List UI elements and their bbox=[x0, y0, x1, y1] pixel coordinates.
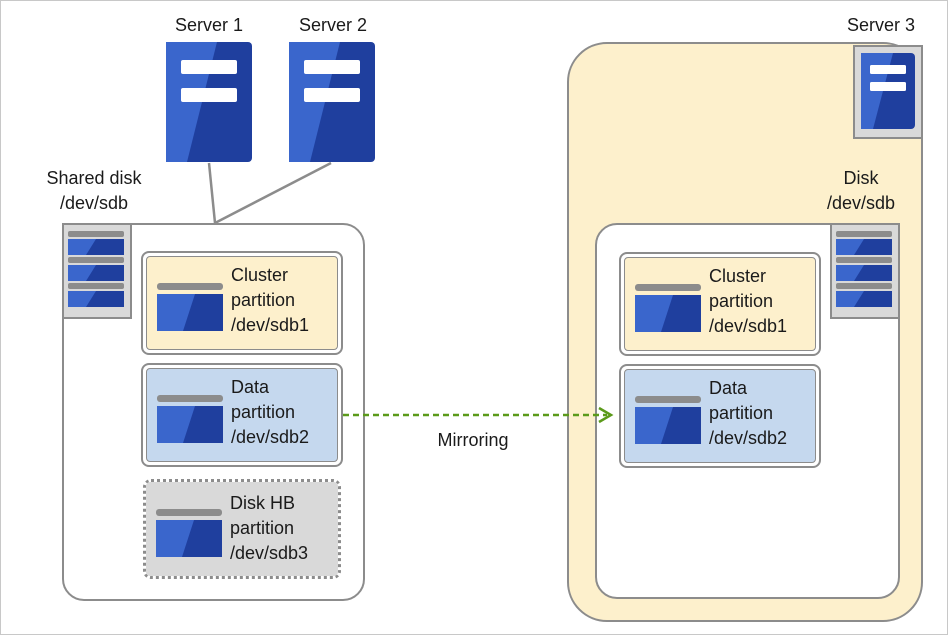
server3-data-partition-text: Data partition /dev/sdb2 bbox=[709, 376, 787, 451]
server3-data-line2: partition bbox=[709, 403, 774, 423]
server1-icon bbox=[165, 41, 253, 163]
server3-disk-label-line1: Disk bbox=[843, 168, 879, 188]
shared-cluster-partition-text: Cluster partition /dev/sdb1 bbox=[231, 263, 309, 338]
server3-data-partition: Data partition /dev/sdb2 bbox=[619, 364, 821, 468]
mirroring-label: Mirroring bbox=[437, 430, 509, 450]
server3-label: Server 3 bbox=[846, 15, 916, 35]
shared-hb-line3: /dev/sdb3 bbox=[230, 543, 309, 563]
shared-cluster-partition-inner: Cluster partition /dev/sdb1 bbox=[146, 256, 338, 350]
shared-data-partition-text: Data partition /dev/sdb2 bbox=[231, 375, 309, 450]
shared-cluster-partition: Cluster partition /dev/sdb1 bbox=[141, 251, 343, 355]
server3-data-line1: Data bbox=[709, 378, 748, 398]
server3-disk-stack-icon bbox=[830, 223, 900, 319]
server3-cluster-line2: partition bbox=[709, 291, 774, 311]
server3-disk-label-line2: /dev/sdb bbox=[826, 193, 896, 213]
server2-label: Server 2 bbox=[298, 15, 368, 35]
server3-data-partition-inner: Data partition /dev/sdb2 bbox=[624, 369, 816, 463]
server3-data-partition-disk-icon bbox=[635, 396, 701, 444]
shared-hb-partition-inner: Disk HB partition /dev/sdb3 bbox=[146, 482, 338, 576]
server3-cluster-partition-disk-icon bbox=[635, 284, 701, 332]
server3-cluster-partition-text: Cluster partition /dev/sdb1 bbox=[709, 264, 787, 339]
shared-disk-stack-icon bbox=[62, 223, 132, 319]
shared-data-partition: Data partition /dev/sdb2 bbox=[141, 363, 343, 467]
server3-icon bbox=[853, 45, 923, 139]
shared-hb-partition-disk-icon bbox=[156, 509, 222, 557]
shared-cluster-line2: partition bbox=[231, 290, 296, 310]
server1-label: Server 1 bbox=[174, 15, 244, 35]
server3-cluster-partition-inner: Cluster partition /dev/sdb1 bbox=[624, 257, 816, 351]
shared-data-line1: Data bbox=[231, 377, 270, 397]
server3-data-line3: /dev/sdb2 bbox=[709, 428, 788, 448]
shared-cluster-line1: Cluster bbox=[231, 265, 289, 285]
server3-cluster-partition: Cluster partition /dev/sdb1 bbox=[619, 252, 821, 356]
shared-hb-line1: Disk HB bbox=[230, 493, 296, 513]
shared-data-line2: partition bbox=[231, 402, 296, 422]
shared-disk-label-line2: /dev/sdb bbox=[59, 193, 129, 213]
shared-hb-partition: Disk HB partition /dev/sdb3 bbox=[143, 479, 341, 579]
shared-data-partition-disk-icon bbox=[157, 395, 223, 443]
shared-cluster-partition-disk-icon bbox=[157, 283, 223, 331]
shared-disk-label-line1: Shared disk bbox=[46, 168, 142, 188]
server3-cluster-line1: Cluster bbox=[709, 266, 767, 286]
server3-cluster-line3: /dev/sdb1 bbox=[709, 316, 788, 336]
shared-hb-line2: partition bbox=[230, 518, 295, 538]
shared-cluster-line3: /dev/sdb1 bbox=[231, 315, 310, 335]
shared-data-line3: /dev/sdb2 bbox=[231, 427, 310, 447]
shared-hb-partition-text: Disk HB partition /dev/sdb3 bbox=[230, 491, 308, 566]
server2-icon bbox=[288, 41, 376, 163]
shared-data-partition-inner: Data partition /dev/sdb2 bbox=[146, 368, 338, 462]
